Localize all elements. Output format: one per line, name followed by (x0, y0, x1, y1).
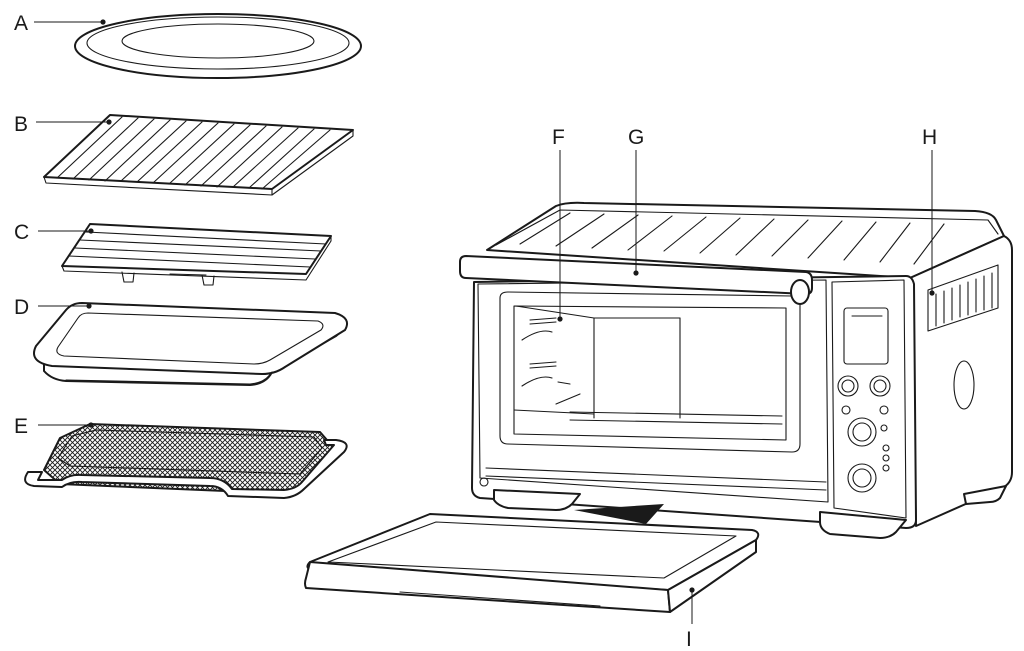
label-e: E (14, 415, 28, 438)
label-a-callout: A (14, 12, 106, 35)
label-b: B (14, 113, 28, 136)
label-b-callout: B (14, 113, 112, 136)
toaster-oven (459, 201, 1013, 539)
label-i: I (686, 628, 692, 651)
label-d-callout: D (14, 296, 92, 319)
top-vent-slots (519, 212, 945, 265)
insert-arrow (574, 504, 664, 524)
side-air-vent (927, 264, 999, 332)
wire-rack (43, 114, 354, 196)
label-c: C (14, 221, 29, 244)
label-f-callout: F (552, 126, 565, 322)
oven-window (499, 291, 801, 453)
label-a: A (14, 12, 28, 35)
label-h: H (922, 126, 937, 149)
label-f: F (552, 126, 565, 149)
pizza-pan (74, 13, 362, 79)
label-g-callout: G (628, 126, 644, 276)
label-e-callout: E (14, 415, 94, 438)
broil-rack (61, 223, 332, 286)
label-i-callout: I (686, 587, 695, 651)
control-panel (831, 279, 907, 519)
crumb-tray (304, 513, 760, 613)
label-g: G (628, 126, 644, 149)
label-d: D (14, 296, 29, 319)
roasting-pan (33, 302, 348, 386)
label-h-callout: H (922, 126, 937, 296)
air-fry-basket (24, 423, 348, 499)
label-c-callout: C (14, 221, 94, 244)
